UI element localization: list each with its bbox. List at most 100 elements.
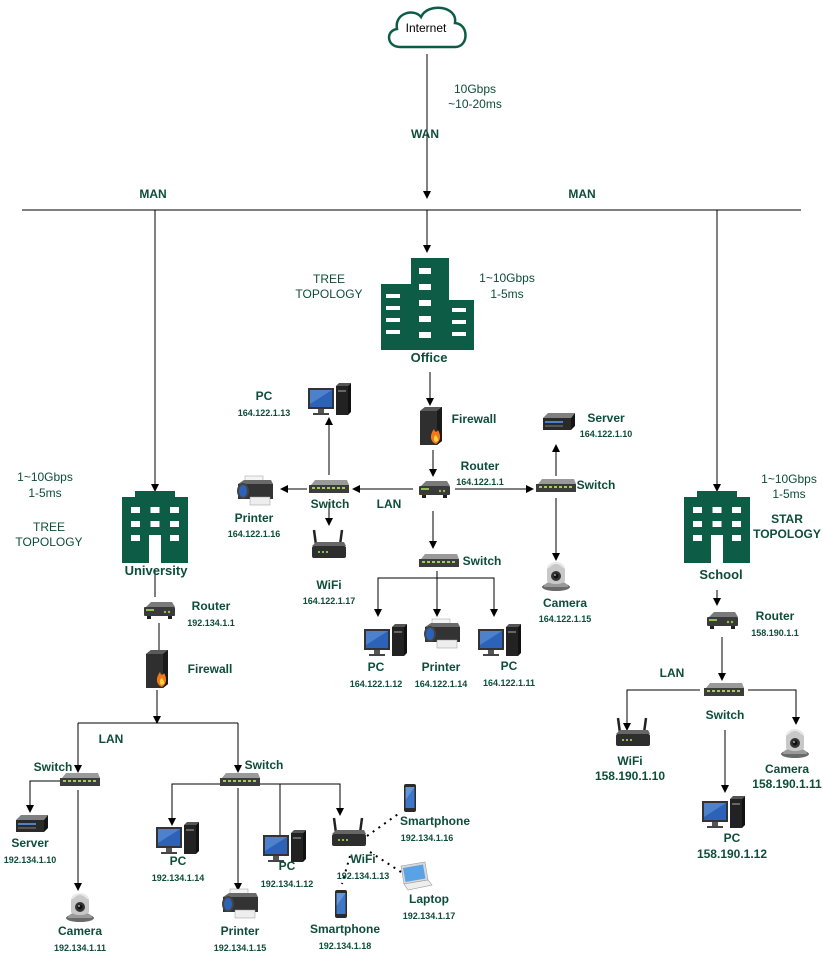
university-camera-ip: 192.134.1.11 — [53, 943, 107, 953]
office-printer-left-label: Printer — [234, 511, 274, 525]
university-lan-label: LAN — [98, 732, 124, 746]
school-router-ip: 158.190.1.1 — [751, 628, 799, 638]
school-latency: 1-5ms — [772, 487, 806, 501]
office-pc-bl-ip: 164.122.1.12 — [349, 679, 403, 689]
office-router-ip: 164.122.1.1 — [456, 477, 504, 487]
school-router-label: Router — [755, 609, 795, 623]
connection-lines — [22, 54, 801, 891]
university-switch-right-icon — [220, 773, 260, 786]
office-server-ip: 164.122.1.10 — [579, 429, 633, 439]
school-switch-icon — [704, 683, 744, 696]
school-name: School — [699, 567, 743, 582]
office-pc-top-label: PC — [255, 389, 273, 403]
office-topology: TREE TOPOLOGY — [295, 272, 363, 301]
university-name: University — [124, 563, 188, 578]
office-router-icon — [419, 481, 450, 498]
office-camera-label: Camera — [542, 596, 588, 610]
university-smartphone-2-icon — [335, 890, 347, 918]
school-lan-label: LAN — [659, 666, 685, 680]
university-smartphone-1-icon — [404, 784, 416, 812]
university-server-icon — [16, 815, 48, 832]
university-pc-2-icon — [263, 830, 306, 862]
office-wifi-label: WiFi — [316, 578, 342, 592]
university-firewall-label: Firewall — [187, 662, 233, 676]
office-pc-top-ip: 164.122.1.13 — [237, 408, 291, 418]
school-building-icon — [684, 491, 750, 563]
university-printer-icon — [221, 888, 259, 919]
office-printer-b-label: Printer — [421, 660, 461, 674]
office-server-label: Server — [587, 411, 625, 425]
school-wifi-ip: 158.190.1.10 — [594, 769, 666, 783]
university-wifi-label: WiFi — [350, 852, 376, 866]
office-printer-left-icon — [236, 475, 274, 506]
office-printer-b-ip: 164.122.1.14 — [414, 679, 468, 689]
office-switch-left-label: Switch — [310, 497, 350, 511]
office-latency: 1-5ms — [490, 287, 524, 301]
office-router-label: Router — [460, 459, 500, 473]
internet-cloud-icon — [387, 6, 467, 49]
man-label-left: MAN — [139, 187, 167, 201]
office-lan-label: LAN — [376, 497, 402, 511]
university-smartphone2-ip: 192.134.1.18 — [318, 941, 372, 951]
university-wifi-icon — [330, 816, 368, 848]
school-wifi-icon — [614, 716, 652, 748]
man-label-right: MAN — [568, 187, 596, 201]
university-building-icon — [122, 491, 188, 563]
office-pc-br-ip: 164.122.1.11 — [482, 678, 536, 688]
university-printer-label: Printer — [220, 924, 260, 938]
office-speed: 1~10Gbps — [479, 271, 535, 285]
internet-label: Internet — [405, 21, 447, 35]
school-camera-ip: 158.190.1.11 — [752, 777, 822, 791]
university-router-icon — [144, 602, 175, 619]
university-pc-1-icon — [156, 822, 199, 854]
school-switch-label: Switch — [705, 708, 745, 722]
office-switch-right-icon — [536, 479, 576, 492]
wan-label: WAN — [411, 127, 439, 141]
university-laptop-icon — [400, 861, 433, 891]
school-speed: 1~10Gbps — [761, 472, 817, 486]
university-speed: 1~10Gbps — [17, 470, 73, 484]
university-latency: 1-5ms — [28, 486, 62, 500]
office-camera-ip: 164.122.1.15 — [538, 614, 592, 624]
university-router-label: Router — [191, 599, 231, 613]
university-pc1-label: PC — [169, 854, 187, 868]
university-firewall-icon — [146, 650, 168, 688]
wireless-links — [341, 811, 402, 885]
office-camera-icon — [542, 562, 570, 591]
office-pc-bl-label: PC — [367, 660, 385, 674]
school-topology: STAR TOPOLOGY — [753, 512, 821, 541]
office-switch-right-label: Switch — [576, 478, 616, 492]
university-switch-left-label: Switch — [33, 760, 73, 774]
office-switch-bottom-icon — [419, 554, 459, 567]
office-printer-bottom-icon — [423, 618, 461, 649]
university-laptop-label: Laptop — [409, 892, 449, 906]
office-pc-bottom-right-icon — [478, 624, 521, 656]
office-building-icon — [381, 258, 474, 350]
office-name: Office — [410, 350, 448, 365]
school-camera-label: Camera — [764, 762, 810, 776]
office-wifi-icon — [310, 528, 348, 560]
office-switch-bottom-label: Switch — [462, 554, 502, 568]
office-switch-left-icon — [309, 480, 349, 493]
university-smartphone2-label: Smartphone — [309, 922, 381, 936]
school-router-icon — [707, 612, 738, 629]
university-smartphone1-ip: 192.134.1.16 — [400, 833, 454, 843]
school-pc-ip: 158.190.1.12 — [696, 847, 768, 861]
university-topology: TREE TOPOLOGY — [15, 520, 83, 549]
university-pc1-ip: 192.134.1.14 — [151, 873, 205, 883]
university-switch-right-label: Switch — [244, 758, 284, 772]
school-camera-icon — [781, 729, 809, 758]
university-pc2-label: PC — [278, 859, 296, 873]
office-pc-br-label: PC — [500, 659, 518, 673]
office-pc-top-icon — [308, 383, 351, 415]
university-switch-left-icon — [60, 773, 100, 786]
office-firewall-label: Firewall — [451, 412, 497, 426]
university-server-label: Server — [11, 836, 49, 850]
university-router-ip: 192.134.1.1 — [187, 618, 235, 628]
university-wifi-ip: 192.134.1.13 — [336, 871, 390, 881]
school-wifi-label: WiFi — [617, 754, 643, 768]
office-wifi-ip: 164.122.1.17 — [302, 596, 356, 606]
university-laptop-ip: 192.134.1.17 — [402, 911, 456, 921]
university-printer-ip: 192.134.1.15 — [213, 943, 267, 953]
